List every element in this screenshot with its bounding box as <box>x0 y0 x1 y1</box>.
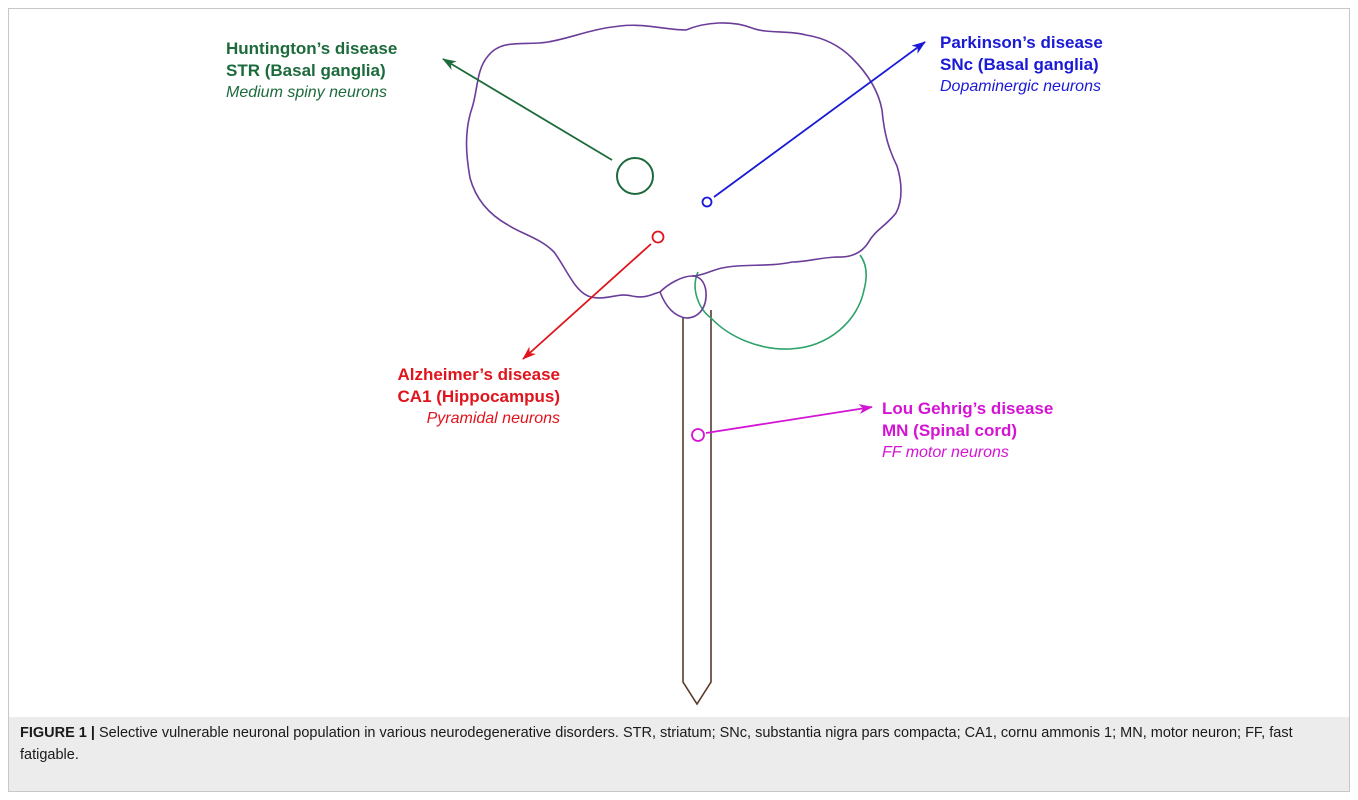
parkinson-arrow <box>714 42 925 197</box>
gehrig-label: Lou Gehrig’s disease MN (Spinal cord) FF… <box>882 398 1053 464</box>
huntington-neurons: Medium spiny neurons <box>226 82 397 104</box>
alzheimer-label: Alzheimer’s disease CA1 (Hippocampus) Py… <box>360 364 560 430</box>
brainstem-outline <box>660 276 706 318</box>
gehrig-region: MN (Spinal cord) <box>882 420 1053 442</box>
brain-outline <box>467 23 902 298</box>
alzheimer-arrow <box>523 244 651 359</box>
alzheimer-region: CA1 (Hippocampus) <box>360 386 560 408</box>
parkinson-label: Parkinson’s disease SNc (Basal ganglia) … <box>940 32 1103 98</box>
str-marker <box>617 158 653 194</box>
huntington-disease-name: Huntington’s disease <box>226 38 397 60</box>
alzheimer-disease-name: Alzheimer’s disease <box>360 364 560 386</box>
parkinson-region: SNc (Basal ganglia) <box>940 54 1103 76</box>
alzheimer-neurons: Pyramidal neurons <box>360 408 560 430</box>
figure-caption: FIGURE 1 | Selective vulnerable neuronal… <box>20 722 1338 766</box>
gehrig-arrow <box>706 407 872 433</box>
huntington-label: Huntington’s disease STR (Basal ganglia)… <box>226 38 397 104</box>
parkinson-neurons: Dopaminergic neurons <box>940 76 1103 98</box>
huntington-region: STR (Basal ganglia) <box>226 60 397 82</box>
parkinson-disease-name: Parkinson’s disease <box>940 32 1103 54</box>
gehrig-disease-name: Lou Gehrig’s disease <box>882 398 1053 420</box>
caption-text: Selective vulnerable neuronal population… <box>20 725 1293 763</box>
huntington-arrow <box>443 59 612 160</box>
figure-number: FIGURE 1 | <box>20 725 95 741</box>
ca1-marker <box>653 232 664 243</box>
mn-marker <box>692 429 704 441</box>
spinal-cord-outline <box>683 310 711 704</box>
snc-marker <box>703 198 712 207</box>
gehrig-neurons: FF motor neurons <box>882 442 1053 464</box>
